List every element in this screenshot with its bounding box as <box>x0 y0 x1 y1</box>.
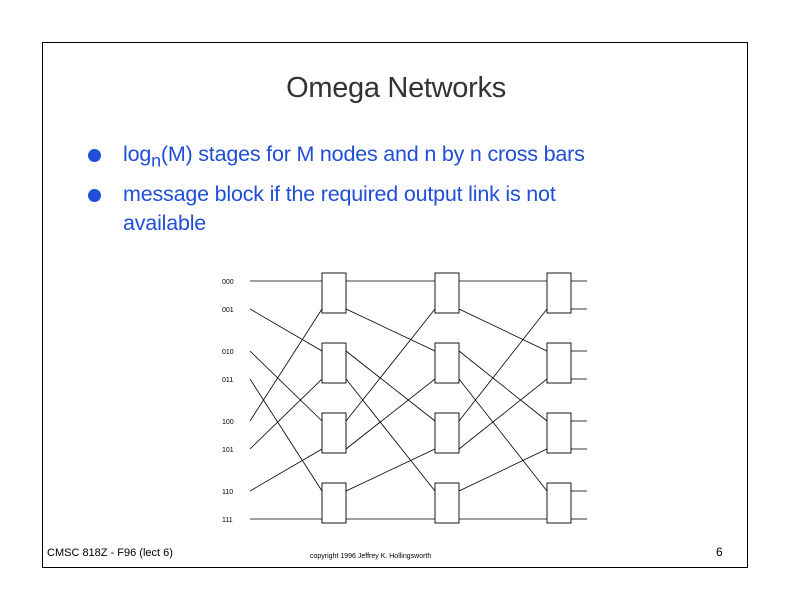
bullet-text-line1: message block if the required output lin… <box>123 182 556 207</box>
network-wire <box>249 378 323 492</box>
network-wire <box>458 308 548 422</box>
network-wire <box>345 308 436 352</box>
slide-title: Omega Networks <box>286 72 506 104</box>
network-wire <box>249 350 323 422</box>
crossbar-switch <box>321 272 347 314</box>
bullet-subscript: n <box>151 150 161 171</box>
bullet-list: logn(M) stages for M nodes and n by n cr… <box>88 140 708 238</box>
copyright-text: copyright 1996 Jeffrey K. Hollingsworth <box>310 553 432 560</box>
network-wire <box>249 308 323 352</box>
network-wire <box>458 308 548 352</box>
network-wire <box>458 448 548 492</box>
bullet-item: message block if the required output lin… <box>88 180 708 238</box>
input-label-101: 101 <box>222 447 234 454</box>
network-wire <box>345 308 436 422</box>
crossbar-switch <box>321 482 347 524</box>
network-wire <box>458 378 548 450</box>
network-wire <box>345 350 436 422</box>
network-wire <box>249 378 323 450</box>
bullet-item: logn(M) stages for M nodes and n by n cr… <box>88 140 708 175</box>
page-number: 6 <box>716 545 723 559</box>
network-wire <box>345 378 436 450</box>
crossbar-switch <box>321 412 347 454</box>
crossbar-switch <box>434 412 460 454</box>
bullet-dot-icon <box>88 189 101 203</box>
crossbar-switch <box>546 482 572 524</box>
network-wire <box>458 350 548 422</box>
bullet-dot-icon <box>88 149 101 162</box>
network-wire <box>458 378 548 492</box>
bullet-text-line2: available <box>123 211 207 236</box>
input-label-111: 111 <box>222 517 233 524</box>
crossbar-switch <box>546 342 572 384</box>
network-wire <box>345 448 436 492</box>
network-wire <box>249 308 323 422</box>
crossbar-switch <box>546 412 572 454</box>
crossbar-switch <box>546 272 572 314</box>
network-wire <box>345 378 436 492</box>
crossbar-switch <box>321 342 347 384</box>
input-label-001: 001 <box>222 307 234 314</box>
bullet-text-log: log <box>123 142 152 166</box>
slide-frame <box>42 42 748 568</box>
input-label-010: 010 <box>222 349 234 356</box>
bullet-text-rest: (M) stages for M nodes and n by n cross … <box>160 142 585 166</box>
course-label: CMSC 818Z - F96 (lect 6) <box>47 547 173 559</box>
crossbar-switch <box>434 342 460 384</box>
network-wire <box>249 448 323 492</box>
crossbar-switch <box>434 272 460 314</box>
crossbar-switch <box>434 482 460 524</box>
input-label-011: 011 <box>222 377 233 384</box>
input-label-110: 110 <box>222 489 233 496</box>
input-label-000: 000 <box>222 279 234 286</box>
input-label-100: 100 <box>222 419 234 426</box>
